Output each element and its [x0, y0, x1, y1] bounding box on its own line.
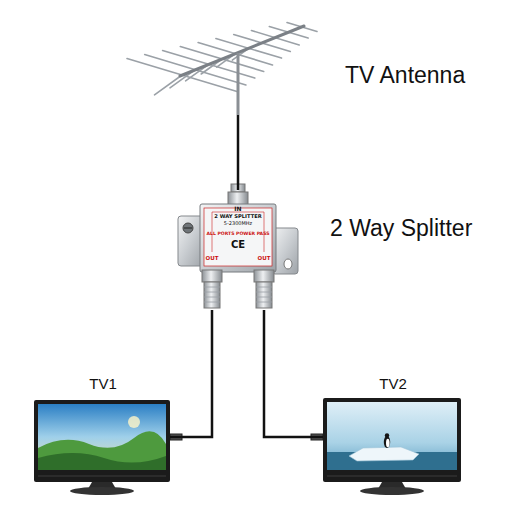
antenna-boom — [180, 26, 304, 76]
coax-cable — [264, 310, 323, 437]
cable-plug — [170, 434, 182, 440]
screen-ice-scene — [327, 433, 457, 470]
splitter-node: 2 Way SplitterIN2 WAY SPLITTER5-2300MHzA… — [178, 190, 298, 310]
coax-cable — [237, 115, 240, 190]
screen-landscape — [38, 416, 166, 470]
port-marking: IN — [234, 206, 241, 212]
cable-plug — [311, 434, 323, 440]
input-port — [228, 184, 248, 205]
ce-mark: CE — [231, 240, 245, 250]
antenna-heading: TV Antenna — [345, 64, 465, 87]
output-ports — [202, 270, 274, 308]
antenna-illustration — [122, 15, 322, 115]
coax-cable — [170, 310, 212, 437]
port-marking: OUT — [258, 256, 271, 262]
tv-bezel — [38, 476, 166, 477]
splitter-heading: 2 Way Splitter — [330, 217, 472, 240]
tv-illustration — [34, 400, 170, 495]
tv-stand — [70, 482, 134, 495]
antenna-mast — [237, 53, 240, 115]
tv-label: TV2 — [379, 376, 407, 391]
power-pass-marking: ALL PORTS POWER PASS — [206, 232, 269, 237]
tv-screen — [327, 402, 457, 470]
antenna-node: TV Antenna — [122, 15, 322, 115]
tv-label: TV1 — [89, 376, 117, 391]
port-marking: OUT — [206, 256, 219, 262]
splitter-body — [200, 204, 276, 272]
tv-frame — [323, 398, 461, 482]
tv-stand — [360, 482, 424, 495]
tv-screen — [38, 404, 166, 470]
antenna-elements — [127, 23, 317, 95]
tv-node: TV1 — [34, 400, 170, 495]
tv-bezel — [327, 476, 457, 477]
tv-frame — [34, 400, 170, 482]
splitter-label-panel — [204, 208, 272, 266]
tv-illustration — [323, 398, 461, 495]
tv-node: TV2 — [323, 398, 461, 495]
product-marking: 2 WAY SPLITTER — [214, 214, 262, 219]
frequency-marking: 5-2300MHz — [224, 221, 252, 226]
